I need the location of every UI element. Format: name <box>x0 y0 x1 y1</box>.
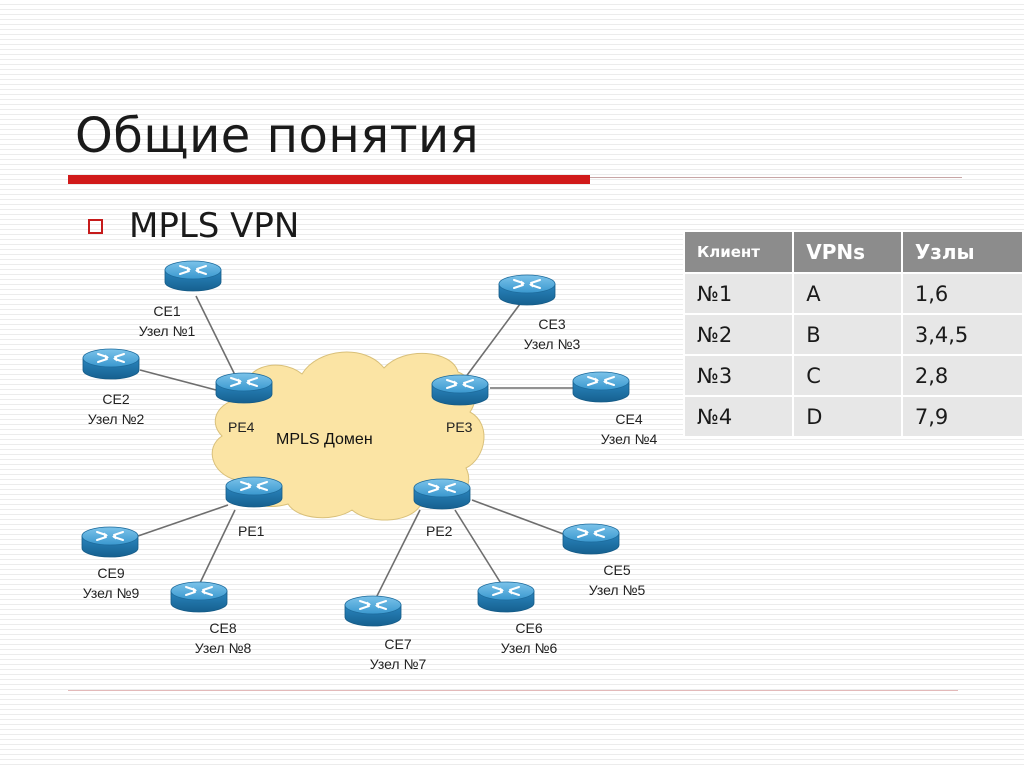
table-cell: 3,4,5 <box>900 313 1024 356</box>
pe-label: PE4 <box>228 419 255 435</box>
vpn-clients-table: Клиент VPNs Узлы №1 A 1,6 №2 B 3,4,5 №3 … <box>682 230 1024 438</box>
table-cell: C <box>792 354 903 397</box>
link-ce5-pe2 <box>471 499 567 536</box>
router-icon <box>413 478 471 510</box>
ce-label: CE6 <box>515 620 542 636</box>
title-underline-thin <box>590 177 962 178</box>
site-label: Узел №3 <box>524 336 581 352</box>
router-icon <box>344 595 402 627</box>
router-icon <box>498 274 556 306</box>
table-row: №1 A 1,6 <box>682 272 1024 315</box>
site-label: Узел №7 <box>370 656 427 672</box>
ce-label: CE1 <box>153 303 180 319</box>
column-header-vpns: VPNs <box>792 230 903 274</box>
column-header-sites: Узлы <box>900 230 1024 274</box>
table-cell: №4 <box>682 395 795 438</box>
router-icon <box>170 581 228 613</box>
ce-label: CE4 <box>615 411 642 427</box>
router-icon <box>562 523 620 555</box>
link-ce2-pe4 <box>139 369 217 391</box>
table-cell: D <box>792 395 903 438</box>
router-icon <box>215 372 273 404</box>
bullet-item: MPLS VPN <box>88 206 299 246</box>
link-ce8-pe1 <box>199 509 236 584</box>
ce-label: CE8 <box>209 620 236 636</box>
footer-divider <box>68 690 958 691</box>
table-cell: №2 <box>682 313 795 356</box>
link-ce9-pe1 <box>137 504 229 537</box>
site-label: Узел №9 <box>83 585 140 601</box>
router-icon <box>81 526 139 558</box>
title-underline <box>68 175 590 184</box>
router-icon <box>164 260 222 292</box>
site-label: Узел №4 <box>601 431 658 447</box>
site-label: Узел №8 <box>195 640 252 656</box>
router-icon <box>82 348 140 380</box>
cloud-label: MPLS Домен <box>276 431 373 448</box>
pe-label: PE3 <box>446 419 473 435</box>
square-bullet-icon <box>88 218 103 234</box>
link-ce1-pe4 <box>195 295 236 376</box>
router-icon <box>225 476 283 508</box>
link-ce7-pe2 <box>374 509 421 601</box>
table-cell: 7,9 <box>900 395 1024 438</box>
table-row: №4 D 7,9 <box>682 395 1024 438</box>
link-ce6-pe2 <box>454 509 503 586</box>
site-label: Узел №1 <box>139 323 196 339</box>
ce-label: CE9 <box>97 565 124 581</box>
router-icon <box>477 581 535 613</box>
table-cell: A <box>792 272 903 315</box>
ce-label: CE3 <box>538 316 565 332</box>
link-ce3-pe3 <box>464 303 521 379</box>
table-cell: 2,8 <box>900 354 1024 397</box>
site-label: Узел №6 <box>501 640 558 656</box>
table-cell: B <box>792 313 903 356</box>
table-row: №3 C 2,8 <box>682 354 1024 397</box>
table-cell: №1 <box>682 272 795 315</box>
table-header-row: Клиент VPNs Узлы <box>682 230 1024 274</box>
table-cell: 1,6 <box>900 272 1024 315</box>
table-row: №2 B 3,4,5 <box>682 313 1024 356</box>
ce-label: CE2 <box>102 391 129 407</box>
ce-label: CE7 <box>384 636 411 652</box>
site-label: Узел №5 <box>589 582 646 598</box>
links <box>137 295 580 601</box>
router-icon <box>431 374 489 406</box>
router-icon <box>572 371 630 403</box>
ce-label: CE5 <box>603 562 630 578</box>
site-label: Узел №2 <box>88 411 145 427</box>
bullet-text: MPLS VPN <box>129 206 300 246</box>
pe-label: PE1 <box>238 523 265 539</box>
column-header-client: Клиент <box>682 230 795 274</box>
table-cell: №3 <box>682 354 795 397</box>
slide-title: Общие понятия <box>75 108 480 164</box>
pe-label: PE2 <box>426 523 453 539</box>
